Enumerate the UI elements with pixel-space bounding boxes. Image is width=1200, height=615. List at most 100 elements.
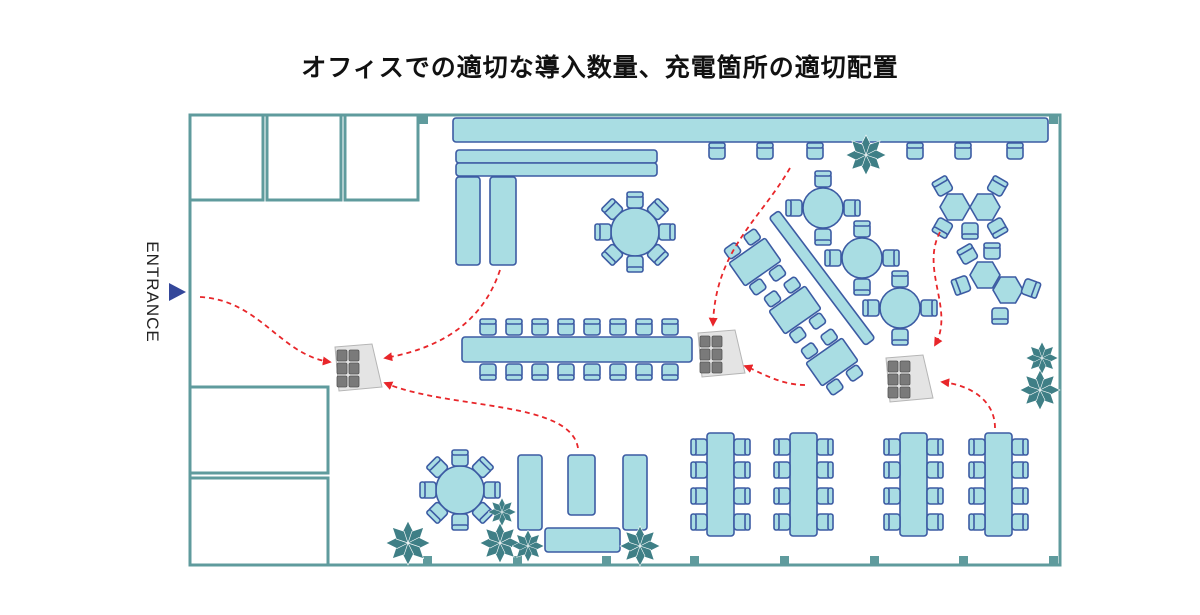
room (265, 113, 343, 202)
chair (733, 461, 751, 479)
chair (926, 513, 944, 531)
hex-table (939, 193, 971, 221)
chair (891, 328, 909, 346)
chair-back (690, 513, 697, 531)
chair-back (931, 299, 938, 317)
furniture (419, 117, 1049, 553)
chair-seat (783, 276, 802, 294)
hex-table (992, 276, 1024, 304)
chair (635, 318, 653, 336)
chair (451, 449, 469, 467)
chair (471, 501, 494, 524)
chair (768, 264, 787, 282)
chair (820, 328, 839, 346)
route-arrow (940, 378, 996, 429)
sofa (455, 149, 658, 164)
chair-back (906, 142, 924, 149)
sofa (517, 454, 543, 531)
entrance-marker-icon (169, 283, 186, 301)
chair (816, 461, 834, 479)
leaf (485, 528, 501, 544)
chair-back (992, 226, 1009, 239)
chair (1006, 142, 1024, 160)
charging-station-icon (697, 329, 746, 378)
chair-back (583, 318, 601, 325)
chair (1011, 487, 1029, 505)
battery-slot (899, 360, 911, 373)
chair (708, 142, 726, 160)
chair-back (451, 524, 469, 531)
chair (920, 299, 938, 317)
chair (479, 363, 497, 381)
chair (816, 438, 834, 456)
chair (748, 278, 767, 296)
chair-back (1022, 461, 1029, 479)
chair (601, 198, 624, 221)
chair-back (814, 239, 832, 246)
chair-back (891, 339, 909, 346)
leaf (1025, 375, 1041, 391)
chair-back (654, 251, 669, 266)
plant-icon (1019, 369, 1061, 411)
leaf (851, 140, 867, 156)
chair-seat (748, 278, 767, 296)
chair-back (426, 509, 441, 524)
chair-back (1006, 142, 1024, 149)
chair-back (601, 251, 616, 266)
chair-seat (820, 328, 839, 346)
round-table (841, 237, 883, 279)
chair-back (601, 198, 616, 213)
chair (419, 481, 437, 499)
chair (583, 363, 601, 381)
battery-slot (336, 375, 348, 388)
chair (806, 142, 824, 160)
chair (690, 487, 708, 505)
chair (1011, 513, 1029, 531)
chair-back (635, 318, 653, 325)
chair-seat (743, 228, 762, 246)
chair-back (744, 461, 751, 479)
chair (986, 175, 1009, 197)
chair (931, 175, 954, 197)
chair-back (891, 270, 909, 277)
chair (594, 223, 612, 241)
chair-back (968, 487, 975, 505)
table (805, 337, 859, 387)
chair (505, 318, 523, 336)
chair-back (1030, 281, 1042, 299)
chair-back (583, 374, 601, 381)
chair-back (505, 374, 523, 381)
chair (950, 275, 972, 296)
chair-back (531, 318, 549, 325)
chair-seat (845, 364, 864, 382)
room (188, 476, 330, 567)
chair (426, 501, 449, 524)
table (728, 237, 782, 287)
page-title: オフィスでの適切な導入数量、充電箇所の適切配置 (301, 53, 899, 82)
chair (635, 363, 653, 381)
chair (968, 487, 986, 505)
chair (961, 222, 979, 240)
bench (769, 210, 875, 346)
chair-back (708, 142, 726, 149)
chair (853, 220, 871, 238)
chair-back (853, 289, 871, 296)
desk (789, 432, 818, 537)
chair-back (744, 513, 751, 531)
chair-back (669, 223, 676, 241)
chair-back (661, 318, 679, 325)
chair (626, 191, 644, 209)
chair-back (883, 461, 890, 479)
chair-back (968, 461, 975, 479)
chair (773, 487, 791, 505)
chair-back (690, 438, 697, 456)
leaf (391, 526, 409, 544)
route-arrow (199, 296, 332, 366)
chair (451, 513, 469, 531)
battery-slot (711, 361, 723, 374)
chair-back (773, 513, 780, 531)
plant-icon (845, 134, 887, 176)
sofa (455, 176, 481, 266)
chair (991, 307, 1009, 325)
